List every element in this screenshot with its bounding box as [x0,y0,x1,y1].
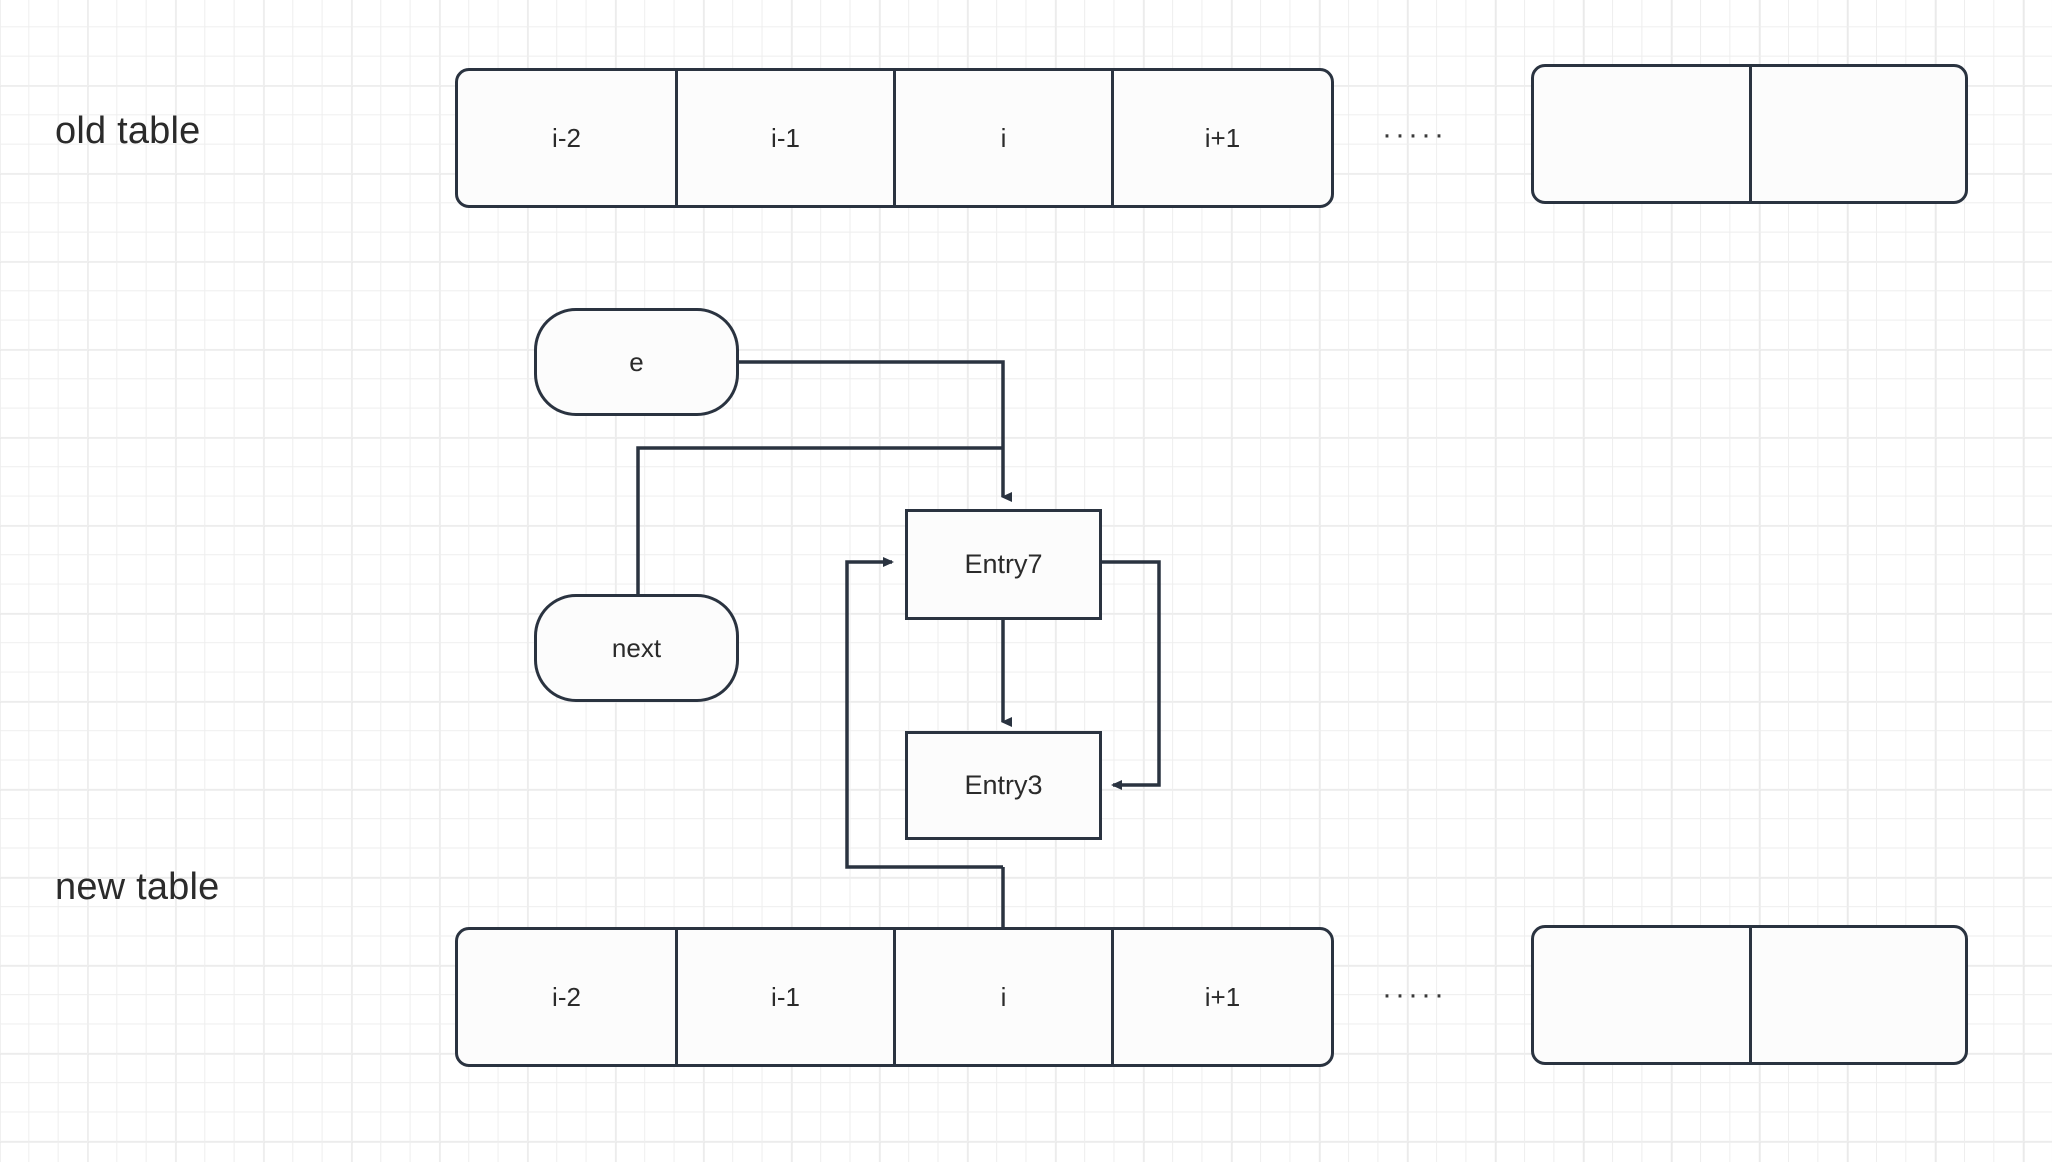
new-table-cell-tail-2[interactable] [1749,925,1968,1065]
new-table-right-group [1531,925,1968,1065]
old-table-left-group: i-2 i-1 i i+1 [455,68,1334,208]
new-table-cell-tail-1[interactable] [1531,925,1752,1065]
old-table-label: old table [55,110,201,152]
node-e[interactable]: e [534,308,739,416]
node-next[interactable]: next [534,594,739,702]
old-table-gap-marker: ····· [1382,118,1447,151]
new-table-cell-i-minus-2[interactable]: i-2 [455,927,678,1067]
old-table-right-group [1531,64,1968,204]
new-table-left-group: i-2 i-1 i i+1 [455,927,1334,1067]
new-table-cell-i[interactable]: i [893,927,1114,1067]
old-table-cell-tail-2[interactable] [1749,64,1968,204]
new-table-gap-marker: ····· [1382,978,1447,1011]
old-table-cell-tail-1[interactable] [1531,64,1752,204]
old-table-cell-i-minus-1[interactable]: i-1 [675,68,896,208]
old-table-cell-i-plus-1[interactable]: i+1 [1111,68,1334,208]
new-table-cell-i-plus-1[interactable]: i+1 [1111,927,1334,1067]
node-entry7[interactable]: Entry7 [905,509,1102,620]
new-table-cell-i-minus-1[interactable]: i-1 [675,927,896,1067]
old-table-cell-i[interactable]: i [893,68,1114,208]
old-table-cell-i-minus-2[interactable]: i-2 [455,68,678,208]
node-entry3[interactable]: Entry3 [905,731,1102,840]
edge-entry7-right-loop-to-entry3 [1100,560,1161,790]
new-table-label: new table [55,866,220,908]
